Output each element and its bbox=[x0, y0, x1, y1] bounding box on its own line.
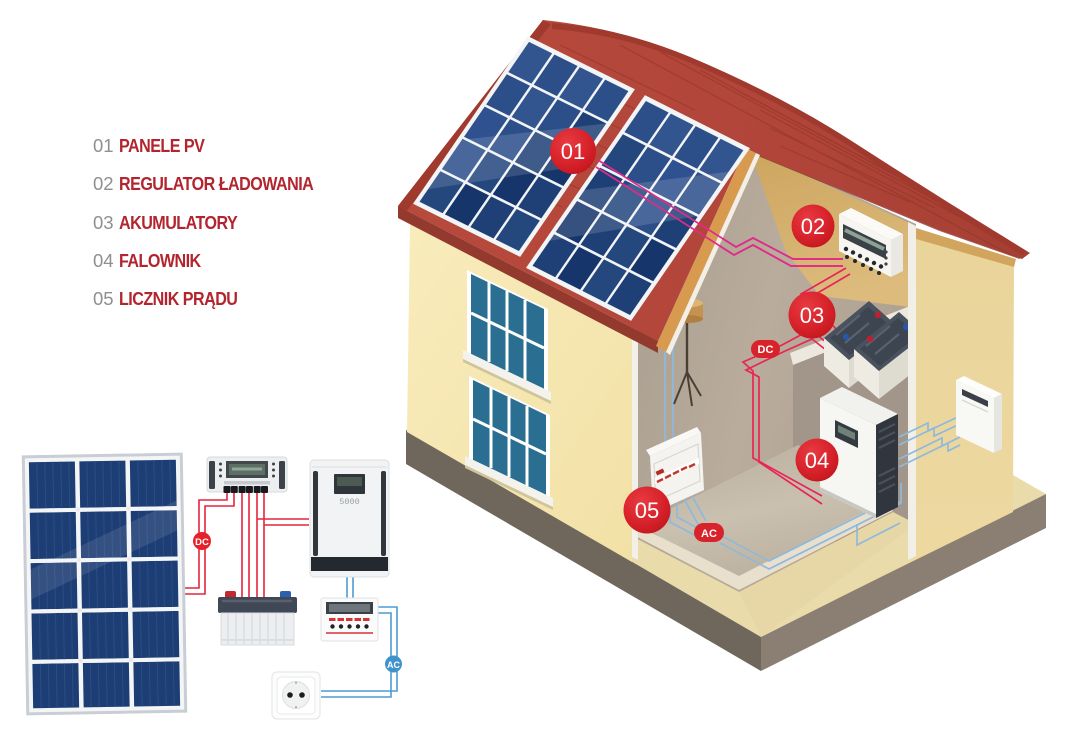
svg-text:05: 05 bbox=[635, 498, 659, 523]
svg-text:03: 03 bbox=[800, 303, 824, 328]
svg-text:01: 01 bbox=[561, 139, 585, 164]
svg-text:5000: 5000 bbox=[339, 497, 359, 507]
svg-text:DC: DC bbox=[758, 344, 774, 356]
svg-text:02: 02 bbox=[801, 214, 825, 239]
svg-text:DC: DC bbox=[195, 537, 209, 548]
svg-text:AC: AC bbox=[701, 528, 717, 540]
svg-text:04: 04 bbox=[805, 448, 829, 473]
svg-text:AC: AC bbox=[387, 660, 400, 670]
